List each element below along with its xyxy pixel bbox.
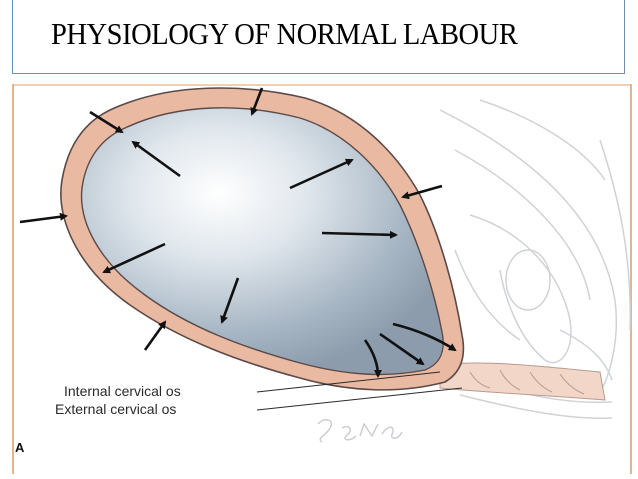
signature-scribble <box>317 418 403 443</box>
arrow-top-left-outer <box>89 110 124 134</box>
figure-panel-letter: A <box>15 440 25 455</box>
leader-external-os <box>256 387 463 411</box>
arrow-center-right <box>321 230 398 239</box>
label-leaders <box>256 371 463 411</box>
pressure-arrows <box>19 87 457 378</box>
arrow-center-down <box>220 277 240 324</box>
figure-frame <box>12 84 632 474</box>
arrow-right-upper-inner <box>289 158 354 190</box>
arrow-cervix-3 <box>392 322 457 352</box>
amniotic-sac <box>80 107 444 376</box>
arrow-right-upper-outer <box>401 184 443 200</box>
leader-internal-os <box>256 371 441 393</box>
label-external-cervical-os: External cervical os <box>55 401 177 417</box>
arrow-left-outer <box>19 212 68 224</box>
slide-title: PHYSIOLOGY OF NORMAL LABOUR <box>51 16 518 51</box>
title-box: PHYSIOLOGY OF NORMAL LABOUR <box>12 0 625 74</box>
arrow-left-inner <box>102 242 166 274</box>
arrow-top-left-inner <box>131 140 181 178</box>
cervix-folds <box>439 362 606 401</box>
arrow-cervix-2 <box>379 332 425 366</box>
arrow-cervix-1 <box>363 339 382 378</box>
label-internal-cervical-os: Internal cervical os <box>64 383 181 399</box>
arrow-fundus-top <box>250 87 264 116</box>
arrow-bottom-left-outer <box>143 320 167 351</box>
